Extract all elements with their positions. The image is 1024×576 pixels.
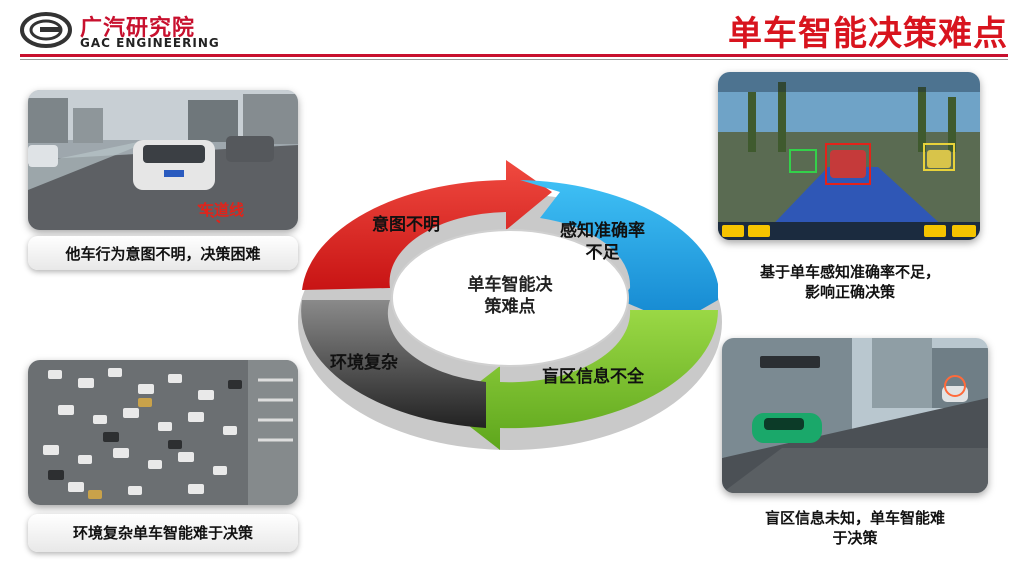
header-divider	[20, 54, 1008, 57]
segment-gray	[301, 300, 486, 428]
page-title: 单车智能决策难点	[728, 14, 1008, 54]
cycle-center-line2: 策难点	[484, 297, 536, 317]
caption-box-top-left	[28, 236, 298, 270]
caption-blind-spot-line1: 盲区信息未知，单车智能难	[764, 509, 945, 527]
segment-label-environment: 环境复杂	[330, 353, 398, 373]
logo-text-en: GAC ENGINEERING	[80, 36, 220, 50]
photo-traffic-jam	[28, 360, 298, 505]
segment-green	[446, 310, 719, 450]
segment-red	[302, 160, 552, 290]
caption-perception-line2: 影响正确决策	[804, 283, 895, 301]
lane-line-label: 车道线	[199, 201, 245, 219]
segment-label-perception-line1: 感知准确率	[560, 221, 645, 241]
gac-logo: 广汽研究院 GAC ENGINEERING	[20, 8, 250, 52]
segment-label-intent: 意图不明	[372, 215, 440, 235]
caption-intent-unclear: 他车行为意图不明，决策困难	[65, 245, 261, 263]
segment-label-perception: 感知准确率 不足	[560, 220, 645, 264]
cycle-ring	[298, 160, 722, 450]
segment-blue	[520, 180, 718, 324]
caption-perception-line1: 基于单车感知准确率不足，	[759, 263, 940, 281]
photo-perception-hud	[718, 72, 980, 240]
photo-blind-spot	[722, 338, 988, 493]
caption-box-bottom-left	[28, 514, 298, 552]
photo-lane-cars	[28, 90, 298, 230]
segment-label-perception-line2: 不足	[585, 243, 620, 263]
cycle-center-label: 单车智能决 策难点	[440, 274, 580, 318]
caption-blind-spot-line2: 于决策	[832, 529, 878, 547]
cycle-center-line1: 单车智能决	[467, 275, 553, 295]
gac-emblem-icon	[20, 12, 72, 48]
header-divider-thin	[20, 59, 1008, 60]
segment-label-blind-spot: 盲区信息不全	[542, 367, 644, 387]
logo-text-cn: 广汽研究院	[80, 16, 196, 41]
caption-perception-accuracy: 基于单车感知准确率不足， 影响正确决策	[712, 262, 988, 302]
caption-blind-spot: 盲区信息未知，单车智能难 于决策	[722, 508, 988, 548]
decision-difficulty-cycle: 意图不明 感知准确率 不足 盲区信息不全 环境复杂 单车智能决 策难点	[290, 160, 730, 460]
caption-complex-environment: 环境复杂单车智能难于决策	[72, 524, 253, 542]
